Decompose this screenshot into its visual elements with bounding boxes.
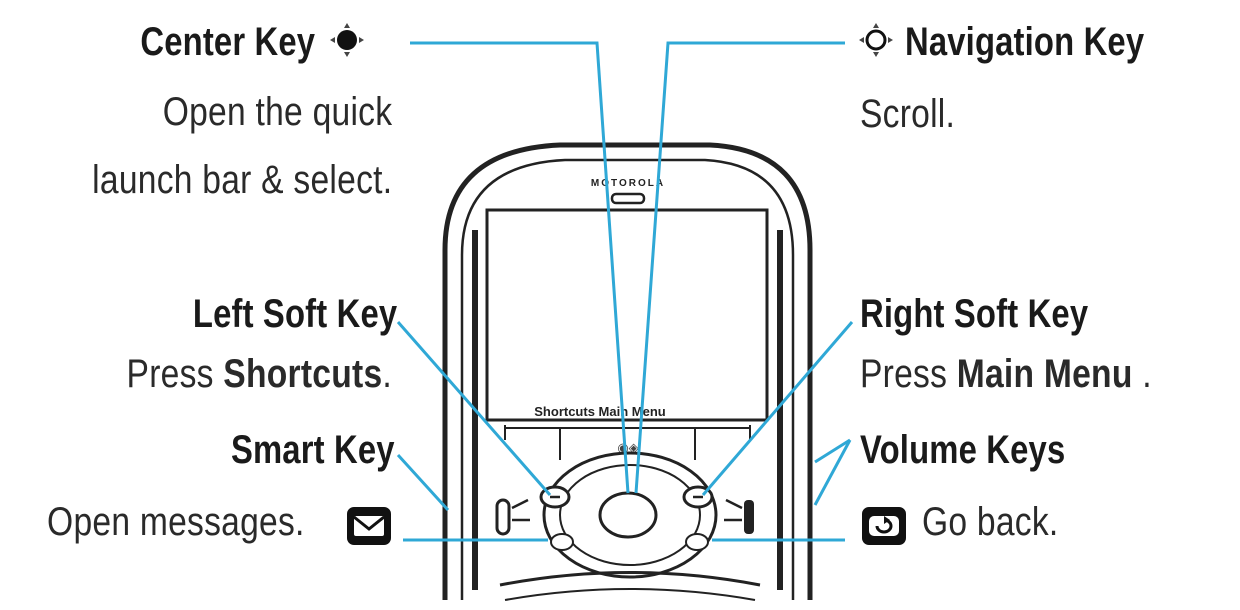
left-soft-key-title: Left Soft Key (192, 292, 397, 336)
keypad-center-logo: ◉◈ (617, 440, 638, 455)
phone-screen-softkeys: Shortcuts Main Menu (534, 404, 666, 419)
right-side-key (744, 500, 754, 534)
right-soft-key-desc: Press Main Menu . (860, 352, 1152, 397)
left-side-key (495, 498, 511, 536)
volume-keys-title: Volume Keys (860, 428, 1066, 472)
navigation-key-icon (859, 23, 893, 57)
leader-volume-up (814, 438, 851, 464)
center-key-icon (330, 23, 364, 57)
back-key-button (685, 533, 709, 551)
left-soft-key-desc: Press Shortcuts. (127, 352, 392, 397)
left-soft-key-desc-prefix: Press (126, 352, 224, 396)
phone-earpiece (610, 192, 646, 205)
center-key-desc-line2: launch bar & select. (91, 158, 392, 202)
navigation-key-desc: Scroll. (860, 92, 956, 136)
phone-brand: MOTOROLA (591, 178, 665, 189)
right-soft-key-desc-prefix: Press (860, 352, 957, 396)
right-soft-key-title: Right Soft Key (860, 292, 1089, 336)
center-key-title: Center Key (140, 20, 315, 64)
leader-lines (396, 41, 854, 542)
left-soft-key-desc-bold: Shortcuts (223, 352, 383, 396)
keypad-top-line (504, 425, 751, 440)
nav-ring-outer (542, 451, 718, 579)
smart-key-title: Smart Key (231, 428, 395, 472)
leader-smart-key (396, 453, 450, 512)
center-key (598, 491, 658, 539)
leader-left-soft-key (396, 321, 552, 496)
right-soft-key-desc-bold: Main Menu (956, 352, 1133, 396)
navigation-key-title: Navigation Key (905, 20, 1145, 64)
phone-outline-inner (460, 158, 795, 600)
keypad-bottom-curve (499, 571, 761, 587)
leader-center-key (410, 41, 630, 494)
leader-right-soft-key (701, 321, 854, 496)
left-soft-key-desc-suffix: . (382, 352, 392, 396)
right-soft-key-desc-suffix: . (1132, 352, 1152, 396)
leader-navigation-key (634, 41, 845, 494)
back-icon (862, 507, 906, 545)
phone-outline-outer (442, 142, 813, 600)
nav-ring-inner (559, 464, 701, 566)
envelope-icon (347, 507, 391, 545)
leader-volume-down (813, 439, 852, 506)
volume-keys-desc: Go back. (922, 500, 1059, 544)
smart-key-button (550, 533, 574, 551)
keypad-inner-lines (559, 428, 696, 460)
phone-screen (485, 208, 769, 422)
center-key-desc-line1: Open the quick (162, 90, 392, 134)
smart-key-desc: Open messages. (47, 500, 305, 544)
